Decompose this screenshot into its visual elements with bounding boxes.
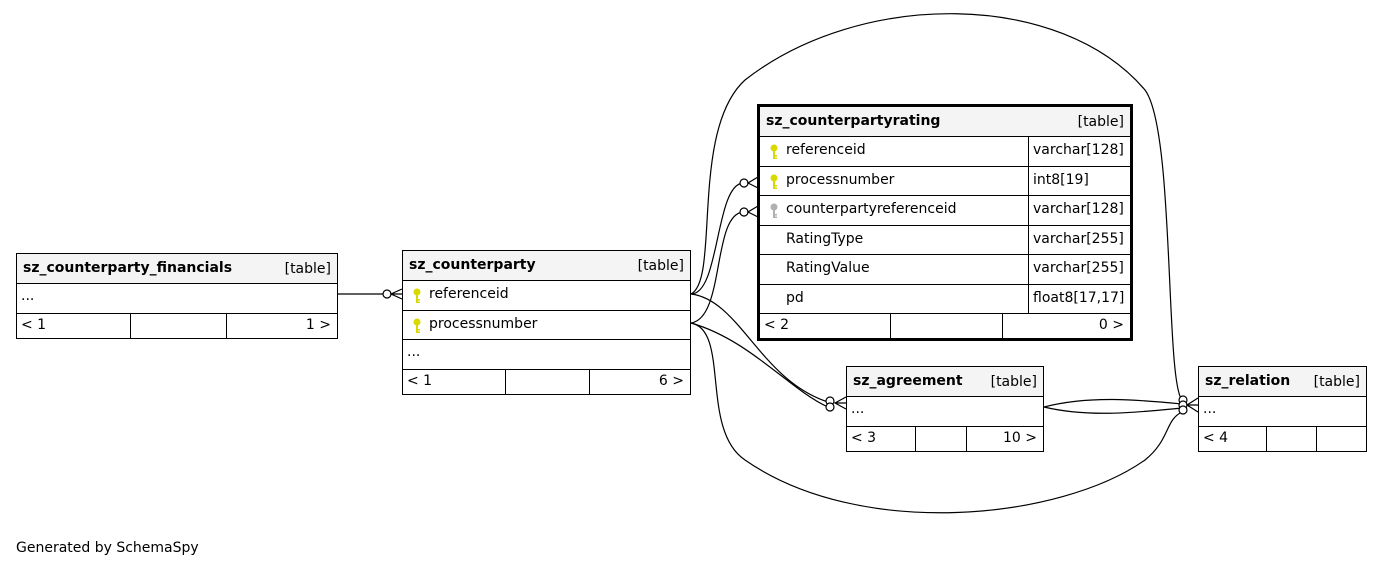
table-footer: < 1 6 > bbox=[403, 369, 690, 394]
footer-divider bbox=[1316, 426, 1317, 451]
table-kind: [table] bbox=[637, 258, 684, 274]
table-kind: [table] bbox=[1077, 114, 1124, 130]
parents-count[interactable]: < 2 bbox=[764, 317, 790, 333]
parents-count[interactable]: < 1 bbox=[407, 372, 433, 389]
column-type: varchar[255] bbox=[1033, 230, 1124, 247]
parents-count[interactable]: < 3 bbox=[851, 429, 877, 446]
footer-divider bbox=[966, 426, 967, 451]
column-type-cell: varchar[255] bbox=[1028, 255, 1130, 284]
table-footer: < 3 10 > bbox=[847, 426, 1043, 451]
key-icon bbox=[770, 203, 778, 218]
table-footer: < 2 0 > bbox=[760, 314, 1130, 338]
table-footer: < 1 1 > bbox=[17, 313, 337, 338]
table-name[interactable]: sz_counterparty bbox=[409, 257, 536, 273]
table-sz-counterpartyrating[interactable]: sz_counterpartyrating [table] referencei… bbox=[757, 104, 1133, 341]
table-kind: [table] bbox=[990, 374, 1037, 390]
children-count[interactable]: 1 > bbox=[305, 316, 331, 333]
table-name[interactable]: sz_counterpartyrating bbox=[766, 113, 941, 129]
column-name: pd bbox=[786, 289, 804, 306]
column-type-cell: float8[17,17] bbox=[1028, 284, 1130, 313]
table-name[interactable]: sz_counterparty_financials bbox=[23, 260, 233, 276]
ellipsis-row: ... bbox=[847, 397, 1043, 427]
column-type: varchar[255] bbox=[1033, 260, 1124, 276]
table-header: sz_counterparty [table] bbox=[403, 251, 690, 281]
column-row[interactable]: RatingType varchar[255] bbox=[760, 225, 1130, 255]
table-kind: [table] bbox=[1313, 374, 1360, 390]
children-count[interactable]: 10 > bbox=[1003, 429, 1037, 446]
footer-divider bbox=[890, 314, 891, 338]
key-icon bbox=[770, 144, 778, 159]
column-row[interactable]: pd float8[17,17] bbox=[760, 284, 1130, 314]
children-count[interactable]: 0 > bbox=[1098, 317, 1124, 333]
column-type-cell: varchar[128] bbox=[1028, 196, 1130, 225]
footer-divider bbox=[130, 313, 131, 338]
edge-agreement-relation-1 bbox=[1043, 398, 1183, 408]
column-name: RatingType bbox=[786, 230, 864, 247]
column-name: counterpartyreferenceid bbox=[786, 201, 957, 217]
footer-divider bbox=[226, 313, 227, 338]
table-sz-relation[interactable]: sz_relation [table] ... < 4 bbox=[1198, 366, 1367, 452]
ellipsis-row: ... bbox=[17, 284, 337, 314]
column-type-cell: varchar[128] bbox=[1028, 137, 1130, 166]
column-type: varchar[128] bbox=[1033, 142, 1124, 158]
column-type-cell: varchar[255] bbox=[1028, 225, 1130, 254]
ellipsis-row: ... bbox=[1199, 397, 1366, 427]
column-type: int8[19] bbox=[1033, 171, 1089, 188]
ellipsis: ... bbox=[1203, 401, 1217, 417]
column-row[interactable]: RatingValue varchar[255] bbox=[760, 255, 1130, 285]
table-kind: [table] bbox=[284, 261, 331, 277]
table-header: sz_agreement [table] bbox=[847, 367, 1043, 397]
table-sz-agreement[interactable]: sz_agreement [table] ... < 3 10 > bbox=[846, 366, 1044, 452]
column-row[interactable]: processnumber int8[19] bbox=[760, 166, 1130, 196]
footer-divider bbox=[1266, 426, 1267, 451]
column-name: RatingValue bbox=[786, 260, 870, 276]
parents-count[interactable]: < 1 bbox=[21, 316, 47, 333]
table-sz-counterparty-financials[interactable]: sz_counterparty_financials [table] ... <… bbox=[16, 253, 338, 339]
key-icon bbox=[413, 288, 421, 303]
ellipsis: ... bbox=[851, 401, 865, 417]
footer-divider bbox=[589, 369, 590, 394]
column-type-cell: int8[19] bbox=[1028, 166, 1130, 195]
parents-count[interactable]: < 4 bbox=[1203, 429, 1229, 446]
key-icon bbox=[770, 174, 778, 189]
edge-counterparty-rating-2 bbox=[690, 211, 744, 324]
ellipsis: ... bbox=[21, 288, 35, 304]
key-icon bbox=[413, 318, 421, 333]
footer-divider bbox=[505, 369, 506, 394]
children-count[interactable]: 6 > bbox=[658, 372, 684, 389]
table-header: sz_relation [table] bbox=[1199, 367, 1366, 397]
table-sz-counterparty[interactable]: sz_counterparty [table] referenceid proc… bbox=[402, 250, 691, 395]
column-name: processnumber bbox=[429, 315, 538, 332]
column-type: float8[17,17] bbox=[1033, 289, 1125, 306]
column-row[interactable]: referenceid bbox=[403, 281, 690, 311]
column-name: referenceid bbox=[786, 142, 866, 158]
table-header: sz_counterpartyrating [table] bbox=[760, 107, 1130, 137]
table-footer: < 4 bbox=[1199, 426, 1366, 451]
table-name[interactable]: sz_relation bbox=[1205, 373, 1291, 389]
generated-by-credit[interactable]: Generated by SchemaSpy bbox=[16, 540, 199, 556]
column-row[interactable]: counterpartyreferenceid varchar[128] bbox=[760, 196, 1130, 226]
column-row[interactable]: referenceid varchar[128] bbox=[760, 137, 1130, 167]
ellipsis-row: ... bbox=[403, 340, 690, 370]
footer-divider bbox=[915, 426, 916, 451]
column-name: referenceid bbox=[429, 286, 509, 302]
column-type: varchar[128] bbox=[1033, 201, 1124, 217]
table-header: sz_counterparty_financials [table] bbox=[17, 254, 337, 284]
column-name: processnumber bbox=[786, 171, 895, 188]
edge-agreement-relation-2 bbox=[1043, 406, 1183, 414]
footer-divider bbox=[1002, 314, 1003, 338]
column-row[interactable]: processnumber bbox=[403, 311, 690, 340]
ellipsis: ... bbox=[407, 344, 421, 360]
table-name[interactable]: sz_agreement bbox=[853, 373, 963, 389]
edge-counterparty-rating-1 bbox=[690, 182, 744, 295]
